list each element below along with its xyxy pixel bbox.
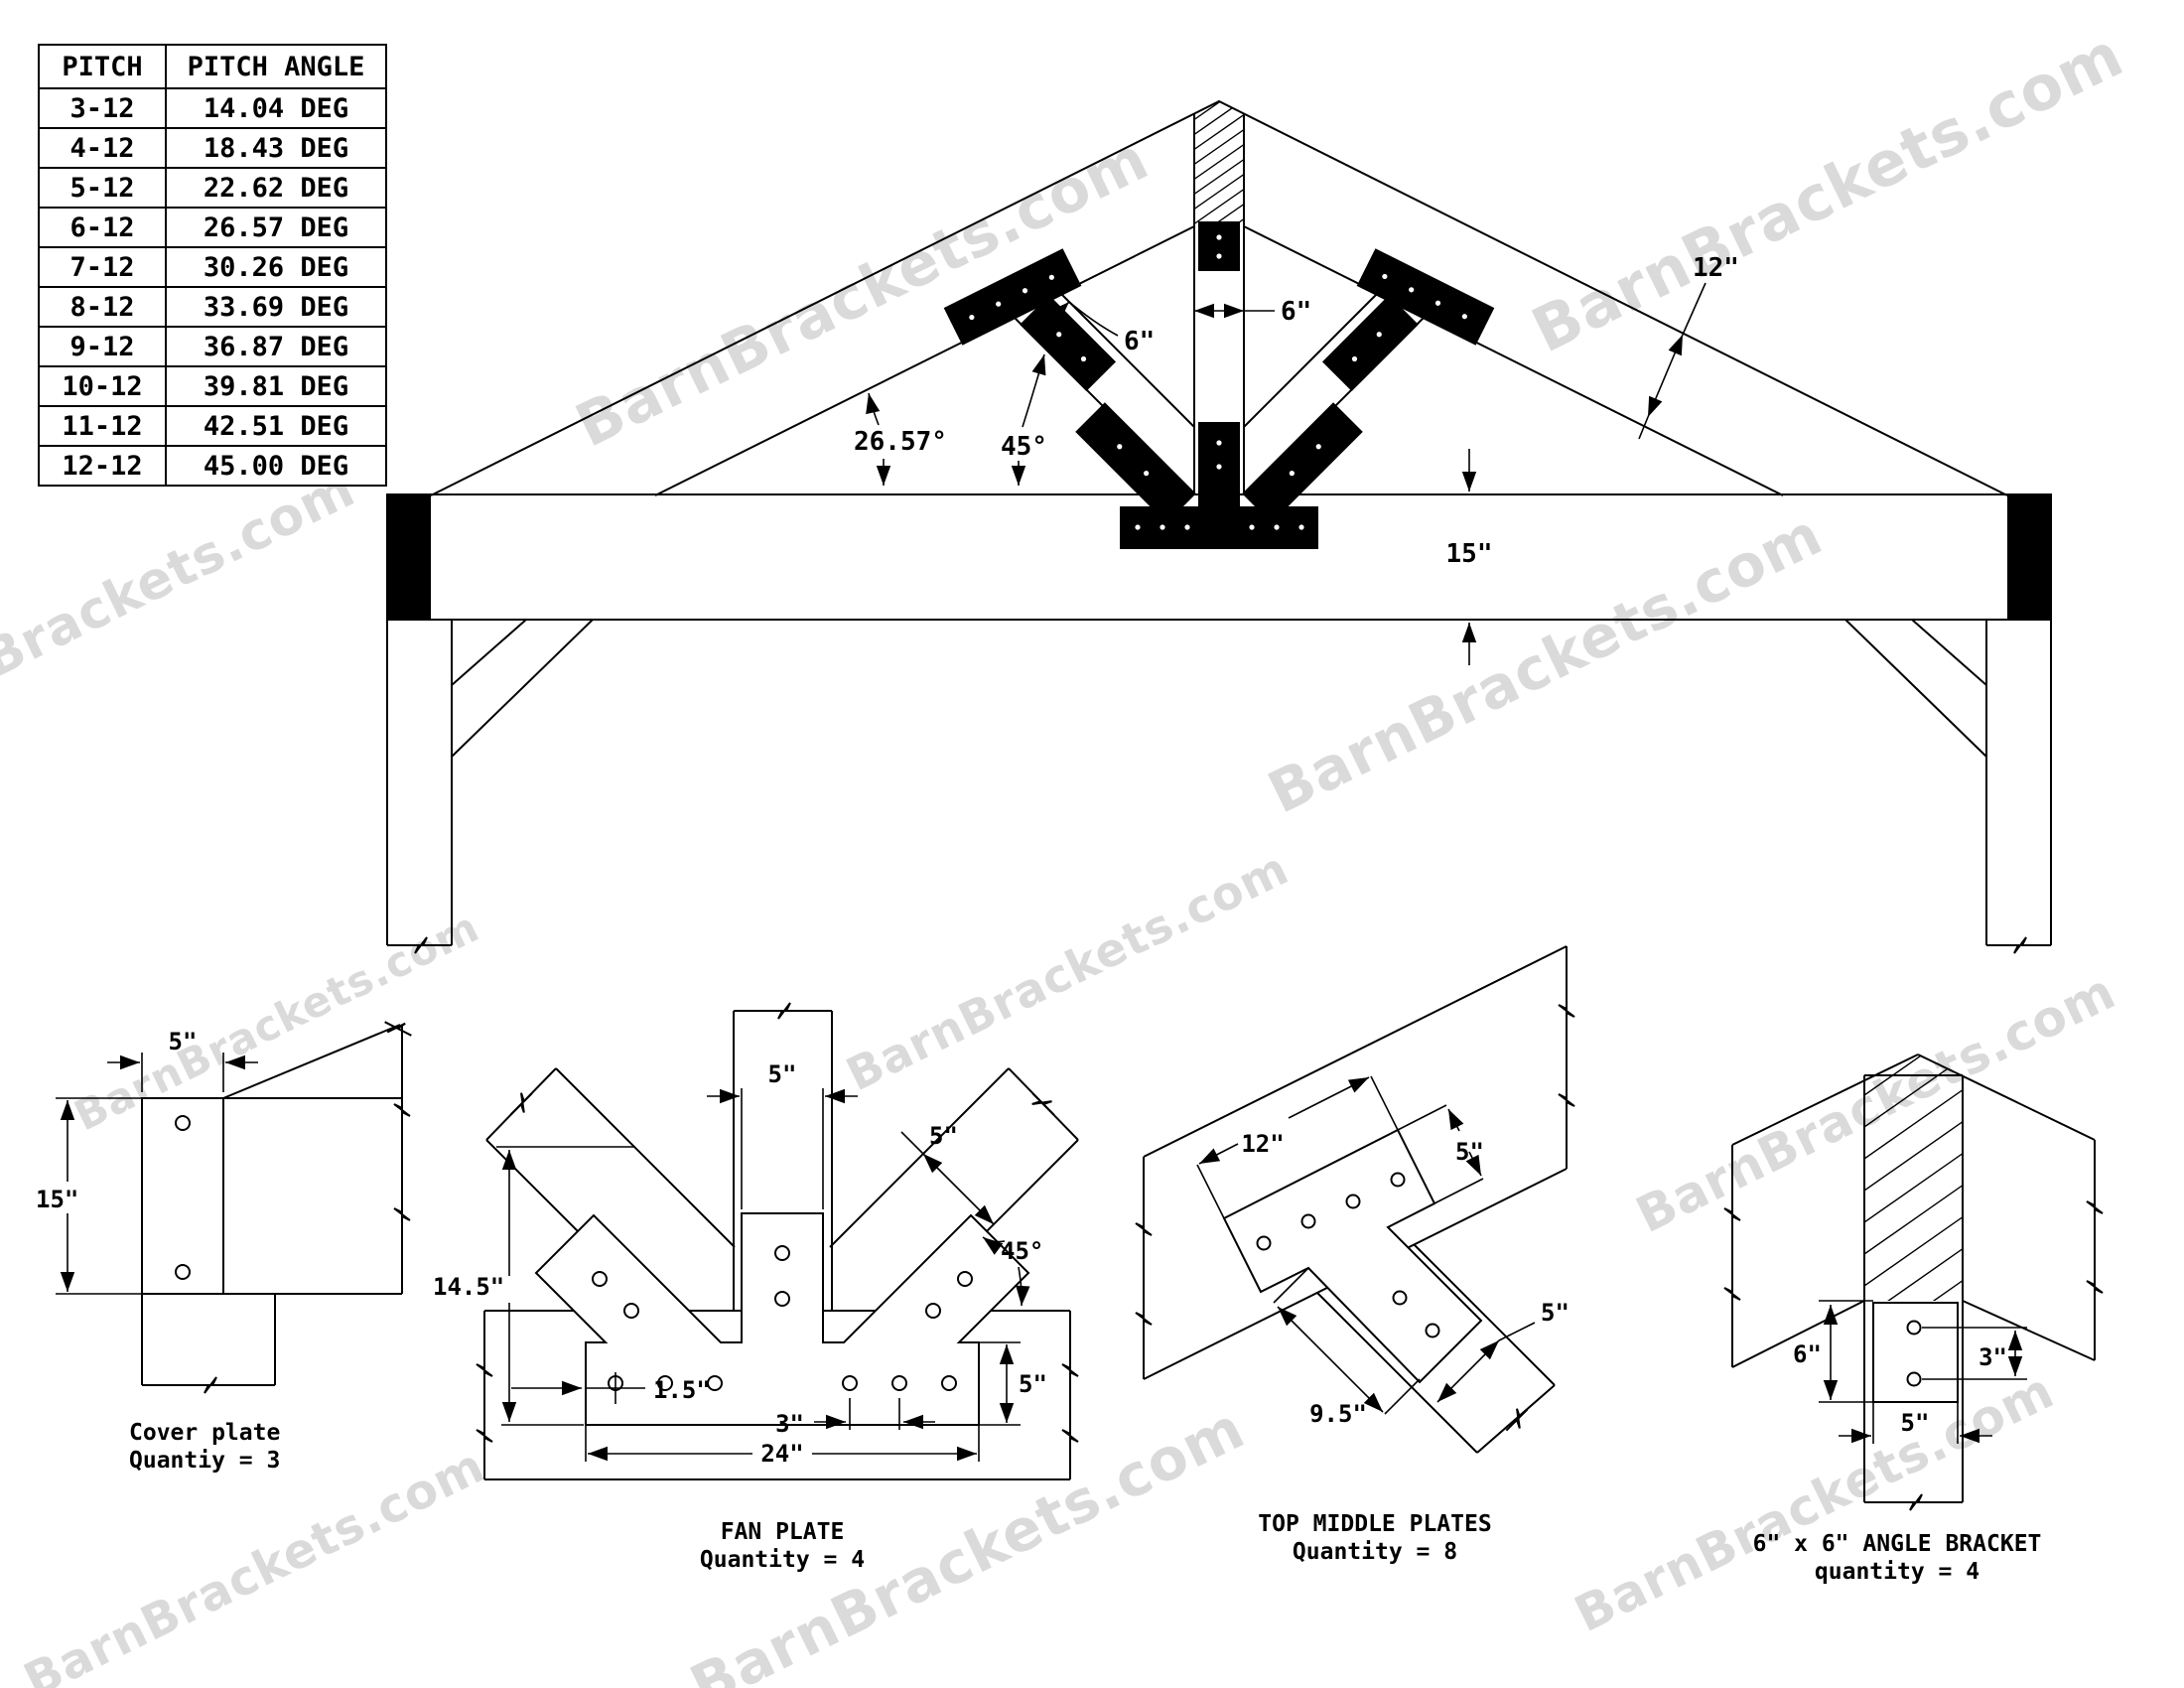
fan-arm-width-dim: 5" bbox=[929, 1122, 958, 1150]
rafter-outer-edges bbox=[430, 99, 2008, 496]
right-strut-edge bbox=[1243, 292, 1379, 428]
cover-plate-detail bbox=[141, 1014, 416, 1394]
right-knee-brace bbox=[1844, 619, 1987, 758]
fan-height-dim: 14.5" bbox=[433, 1273, 504, 1301]
dim-rafter-depth: 12" bbox=[1693, 253, 1739, 283]
pitch-col-header: PITCH bbox=[38, 44, 167, 89]
pitch-table-header: PITCH PITCH ANGLE bbox=[38, 44, 387, 89]
ab-hole-spacing-dim: 3" bbox=[1979, 1343, 2007, 1371]
fan-stem-width-dim: 5" bbox=[768, 1060, 797, 1088]
tm-title: TOP MIDDLE PLATES bbox=[1258, 1511, 1491, 1537]
fan-title: FAN PLATE bbox=[721, 1519, 845, 1545]
left-t-bracket bbox=[943, 248, 1082, 346]
left-knee-brace bbox=[451, 619, 594, 758]
top-middle-detail bbox=[1135, 945, 1575, 1454]
left-end-cap bbox=[387, 494, 431, 620]
dim-kingpost-width: 6" bbox=[1281, 297, 1311, 327]
fan-base-height-dim: 5" bbox=[1019, 1370, 1047, 1398]
left-knee-brace bbox=[451, 619, 527, 686]
fan-arm-angle: 45° bbox=[1001, 1237, 1043, 1265]
fan-base-length-dim: 24" bbox=[760, 1440, 803, 1468]
tm-bar-width-dim: 5" bbox=[1455, 1138, 1484, 1166]
left-strut-edge bbox=[1059, 292, 1195, 428]
angle-col-header: PITCH ANGLE bbox=[165, 44, 387, 89]
dim-chord-depth: 15" bbox=[1446, 539, 1493, 569]
cover-plate-dims bbox=[56, 1053, 258, 1295]
top-middle-plate-outline bbox=[1222, 1128, 1483, 1384]
left-t-bracket-stem bbox=[1020, 295, 1117, 392]
steel-brackets bbox=[387, 221, 2051, 620]
top-middle-dims bbox=[1196, 1075, 1536, 1415]
ab-title: 6" x 6" ANGLE BRACKET bbox=[1753, 1531, 2042, 1557]
tm-stem-width-dim: 5" bbox=[1541, 1299, 1570, 1327]
fan-plate-outline bbox=[534, 1212, 1030, 1426]
truss-dimensions bbox=[866, 282, 1706, 665]
tm-bar-length-dim: 12" bbox=[1241, 1130, 1284, 1158]
right-end-cap bbox=[2007, 494, 2051, 620]
right-t-bracket bbox=[1356, 248, 1495, 346]
fan-hole-spacing-dim: 3" bbox=[775, 1410, 804, 1438]
cover-qty: Quantiy = 3 bbox=[129, 1448, 280, 1474]
angle-post-hatch bbox=[1864, 1055, 1963, 1301]
ab-height-dim: 6" bbox=[1793, 1340, 1822, 1368]
ab-qty: quantity = 4 bbox=[1815, 1559, 1979, 1585]
rafter-inner-right bbox=[1243, 225, 1784, 496]
fan-plate-dims bbox=[496, 1088, 1030, 1462]
fan-plate-bracket bbox=[1075, 402, 1363, 549]
label-strut-angle: 45° bbox=[1001, 432, 1047, 462]
fan-qty: Quantity = 4 bbox=[700, 1547, 865, 1573]
tm-stem-length-dim: 9.5" bbox=[1309, 1400, 1367, 1428]
right-knee-brace bbox=[1911, 619, 1987, 686]
right-t-bracket-stem bbox=[1321, 295, 1419, 392]
cover-title: Cover plate bbox=[129, 1420, 280, 1446]
fan-plate-detail bbox=[476, 1002, 1079, 1480]
cover-width-dim: 5" bbox=[169, 1028, 198, 1055]
cover-height-dim: 15" bbox=[36, 1186, 78, 1213]
fan-edge-offset-dim: 1.5" bbox=[653, 1376, 711, 1404]
ab-width-dim: 5" bbox=[1901, 1409, 1930, 1437]
label-pitch-angle: 26.57° bbox=[854, 427, 947, 457]
king-post-plate bbox=[1198, 221, 1240, 271]
angle-bracket-outline bbox=[1872, 1302, 1959, 1403]
dim-strut-width: 6" bbox=[1124, 327, 1155, 356]
rafter-inner-left bbox=[654, 225, 1195, 496]
angle-bracket-dims bbox=[1819, 1300, 2027, 1444]
tm-qty: Quantity = 8 bbox=[1293, 1539, 1457, 1565]
